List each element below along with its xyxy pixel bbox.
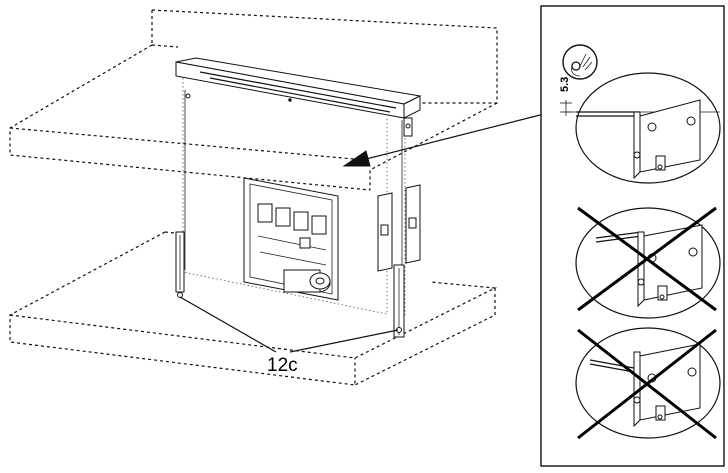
detail-wrong-1 xyxy=(575,207,721,319)
ok-hand-icon xyxy=(562,44,598,80)
lower-cabinet xyxy=(9,231,498,386)
cross-x-icon xyxy=(577,206,717,312)
downdraft-unit xyxy=(175,57,422,338)
leader-lines-12c xyxy=(179,296,399,353)
callout-arrow xyxy=(342,111,553,167)
detail-correct: 5.3 xyxy=(559,72,721,184)
detail-wrong-2 xyxy=(575,327,721,439)
part-label-12c: 12c xyxy=(267,355,298,376)
dimension-label: 5.3 xyxy=(559,77,571,92)
upper-worktop xyxy=(9,9,498,191)
cross-x-icon-2 xyxy=(577,328,717,440)
